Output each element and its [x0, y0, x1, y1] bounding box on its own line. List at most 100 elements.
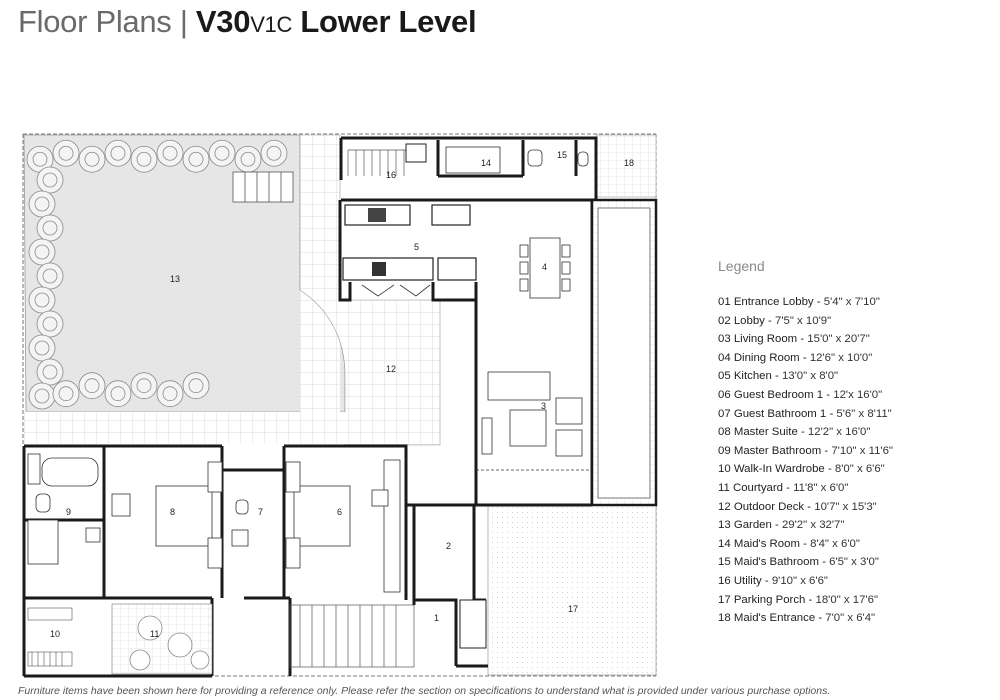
- tree-canopy-inner: [42, 172, 58, 188]
- title-code: V30: [195, 4, 251, 39]
- legend-item: 05 Kitchen - 13'0" x 8'0": [718, 370, 839, 383]
- legend-item: 13 Garden - 29'2" x 32'7": [718, 519, 845, 532]
- legend-item: 08 Master Suite - 12'2" x 16'0": [718, 426, 871, 439]
- side-planter-inner: [597, 207, 651, 499]
- room-label-2: 2: [446, 541, 451, 551]
- legend-item-name: 14 Maid's Room: [718, 537, 800, 550]
- garden-steps: [232, 171, 294, 203]
- tree-canopy: [78, 372, 106, 400]
- legend-item-dimension: 13'0" x 8'0": [781, 370, 839, 383]
- legend-item-dimension: 12'2" x 16'0": [807, 426, 871, 439]
- kitchen: [338, 200, 478, 302]
- tree-canopy-inner: [34, 196, 50, 212]
- legend-item: 04 Dining Room - 12'6" x 10'0": [718, 351, 873, 364]
- room-label-4: 4: [542, 262, 547, 272]
- legend-item-name: 09 Master Bathroom: [718, 444, 822, 457]
- tree-canopy: [182, 372, 210, 400]
- legend-item-name: 07 Guest Bathroom 1: [718, 407, 827, 420]
- room-label-7: 7: [258, 507, 263, 517]
- tree-canopy: [36, 166, 64, 194]
- legend-item-dimension: 11'8" x 6'0": [793, 481, 849, 494]
- tree-canopy: [36, 310, 64, 338]
- title-variant: V1C: [250, 12, 293, 37]
- maid-bath-toilet: [527, 149, 543, 167]
- room-label-1: 1: [434, 613, 439, 623]
- title-separator: |: [179, 4, 188, 39]
- tree-canopy: [130, 145, 158, 173]
- legend-item-dimension: 12'6" x 10'0": [809, 351, 873, 364]
- legend-item-name: 05 Kitchen: [718, 370, 772, 383]
- parking-porch: [487, 504, 657, 676]
- guest-bed: [285, 459, 401, 593]
- main-stairs: [289, 604, 415, 668]
- tree-canopy: [28, 286, 56, 314]
- legend-item-name: 16 Utility: [718, 574, 762, 587]
- legend-item: 17 Parking Porch - 18'0" x 17'6": [718, 593, 878, 606]
- legend-item-name: 18 Maid's Entrance: [718, 612, 816, 625]
- guest-bath-fixtures: [231, 499, 249, 547]
- legend-item: 18 Maid's Entrance - 7'0" x 6'4": [718, 612, 876, 625]
- tree-canopy: [260, 139, 288, 167]
- tree-canopy-inner: [162, 386, 178, 402]
- title-section: Floor Plans: [18, 4, 172, 39]
- legend-list: 01 Entrance Lobby - 5'4" x 7'10"02 Lobby…: [718, 293, 893, 628]
- tree-canopy: [234, 145, 262, 173]
- room-label-6: 6: [337, 507, 342, 517]
- tree-canopy: [130, 372, 158, 400]
- legend-item: 06 Guest Bedroom 1 - 12'x 16'0": [718, 388, 883, 401]
- tree-canopy-inner: [58, 145, 74, 161]
- legend-item-name: 08 Master Suite: [718, 426, 798, 439]
- wardrobe: [27, 607, 73, 667]
- legend-item: 15 Maid's Bathroom - 6'5" x 3'0": [718, 556, 879, 569]
- tree-canopy: [156, 139, 184, 167]
- tree-canopy-inner: [42, 316, 58, 332]
- legend-item-dimension: 12'x 16'0": [833, 388, 883, 401]
- maid-bath-toilet-2: [577, 151, 589, 167]
- legend-item-dimension: 5'4" x 7'10": [823, 296, 880, 308]
- legend-item-dimension: 8'4" x 6'0": [810, 537, 860, 550]
- legend: Legend 01 Entrance Lobby - 5'4" x 7'10"0…: [718, 258, 893, 628]
- tree-canopy-inner: [34, 340, 50, 356]
- legend-item: 03 Living Room - 15'0" x 20'7": [718, 333, 870, 346]
- footer-note: Furniture items have been shown here for…: [18, 685, 831, 697]
- tree-canopy: [28, 382, 56, 410]
- tree-canopy: [28, 334, 56, 362]
- master-bed: [111, 461, 223, 569]
- tree-canopy-inner: [162, 145, 178, 161]
- master-bath-fixtures: [27, 453, 101, 565]
- legend-item-name: 02 Lobby: [718, 314, 765, 327]
- maid-bed: [445, 146, 501, 174]
- room-label-12: 12: [386, 364, 396, 374]
- room-label-15: 15: [557, 150, 567, 160]
- service-block: [339, 136, 598, 202]
- tree-canopy-inner: [214, 145, 230, 161]
- room-label-9: 9: [66, 507, 71, 517]
- legend-item: 16 Utility - 9'10" x 6'6": [718, 574, 828, 587]
- room-label-11: 11: [150, 629, 159, 639]
- tree-canopy-inner: [84, 151, 100, 167]
- dining-table: [519, 237, 571, 299]
- tree-canopy-inner: [58, 386, 74, 402]
- tree-canopy-inner: [266, 145, 282, 161]
- legend-item: 10 Walk-In Wardrobe - 8'0" x 6'6": [718, 463, 885, 476]
- tree-canopy-inner: [188, 151, 204, 167]
- legend-item: 02 Lobby - 7'5" x 10'9": [718, 314, 832, 327]
- legend-item-dimension: 7'5" x 10'9": [775, 314, 832, 327]
- tree-canopy-inner: [32, 151, 48, 167]
- tree-canopy-inner: [34, 292, 50, 308]
- title-level: Lower Level: [300, 4, 477, 39]
- legend-item-dimension: 15'0" x 20'7": [807, 333, 870, 346]
- legend-item-dimension: 7'10" x 11'6": [831, 444, 893, 457]
- legend-item-dimension: 10'7" x 15'3": [814, 500, 877, 513]
- legend-item-dimension: 29'2" x 32'7": [781, 519, 845, 532]
- legend-item-name: 15 Maid's Bathroom: [718, 556, 819, 569]
- tree-canopy-inner: [34, 388, 50, 404]
- garden-area: [23, 134, 346, 431]
- room-label-5: 5: [414, 242, 419, 252]
- tree-canopy: [156, 380, 184, 408]
- legend-item-name: 10 Walk-In Wardrobe: [718, 463, 825, 476]
- legend-item: 07 Guest Bathroom 1 - 5'6" x 8'11": [718, 407, 892, 420]
- room-label-13: 13: [170, 274, 180, 284]
- legend-item-name: 06 Guest Bedroom 1: [718, 388, 824, 401]
- room-labels: 1 2 3 4 5 6 7 8 9 10 11 12 13 14 15 16 1…: [50, 150, 634, 639]
